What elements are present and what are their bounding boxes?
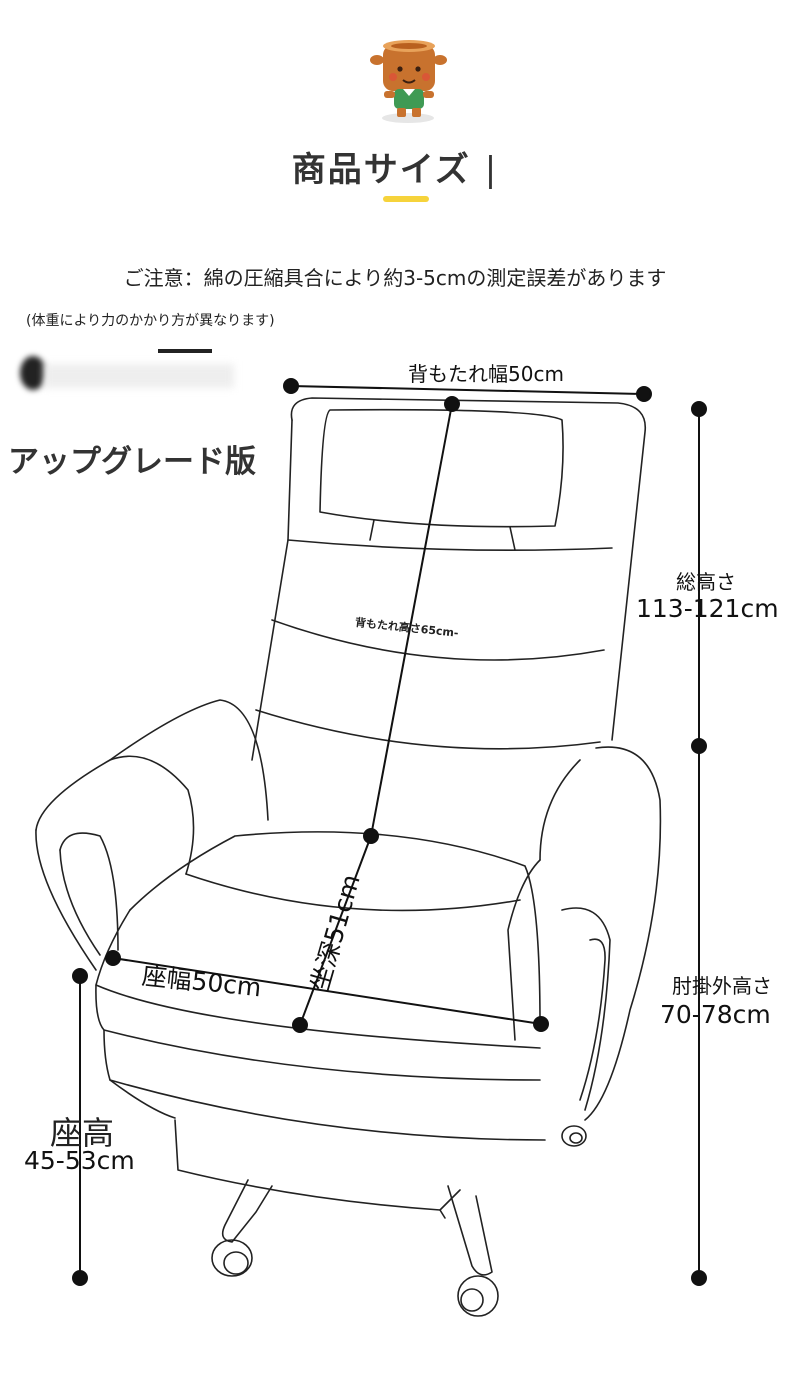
total-height-label: 総高さ [676,570,736,594]
wheel [457,1275,499,1317]
upgrade-label: アップグレード版 [8,444,256,480]
blurred-logo [20,356,46,390]
blurred-banner [44,364,234,388]
headrest [319,408,564,528]
right-armrest [584,746,662,1121]
total-height-value: 113-121cm [636,594,779,623]
backrest-width-label: 背もたれ幅50cm [408,362,564,386]
wheel [211,1239,253,1277]
seat-height-label: 座高 [50,1114,115,1152]
title-underline [383,196,429,202]
seat-height-value: 45-53cm [24,1146,135,1175]
page-title: 商品サイズ| [291,150,499,190]
backrest-outline [290,397,647,741]
left-armrest [35,699,269,831]
seat-cushion [129,831,541,1025]
armrest-height-value: 70-78cm [660,1000,771,1029]
armrest-height-label: 肘掛外高さ [672,974,772,998]
weight-note: (体重により力のかかり方が異なります) [26,313,275,329]
measurement-note: ご注意：綿の圧縮具合により約3-5cmの測定誤差があります [123,266,667,290]
blurred-line [158,349,212,353]
